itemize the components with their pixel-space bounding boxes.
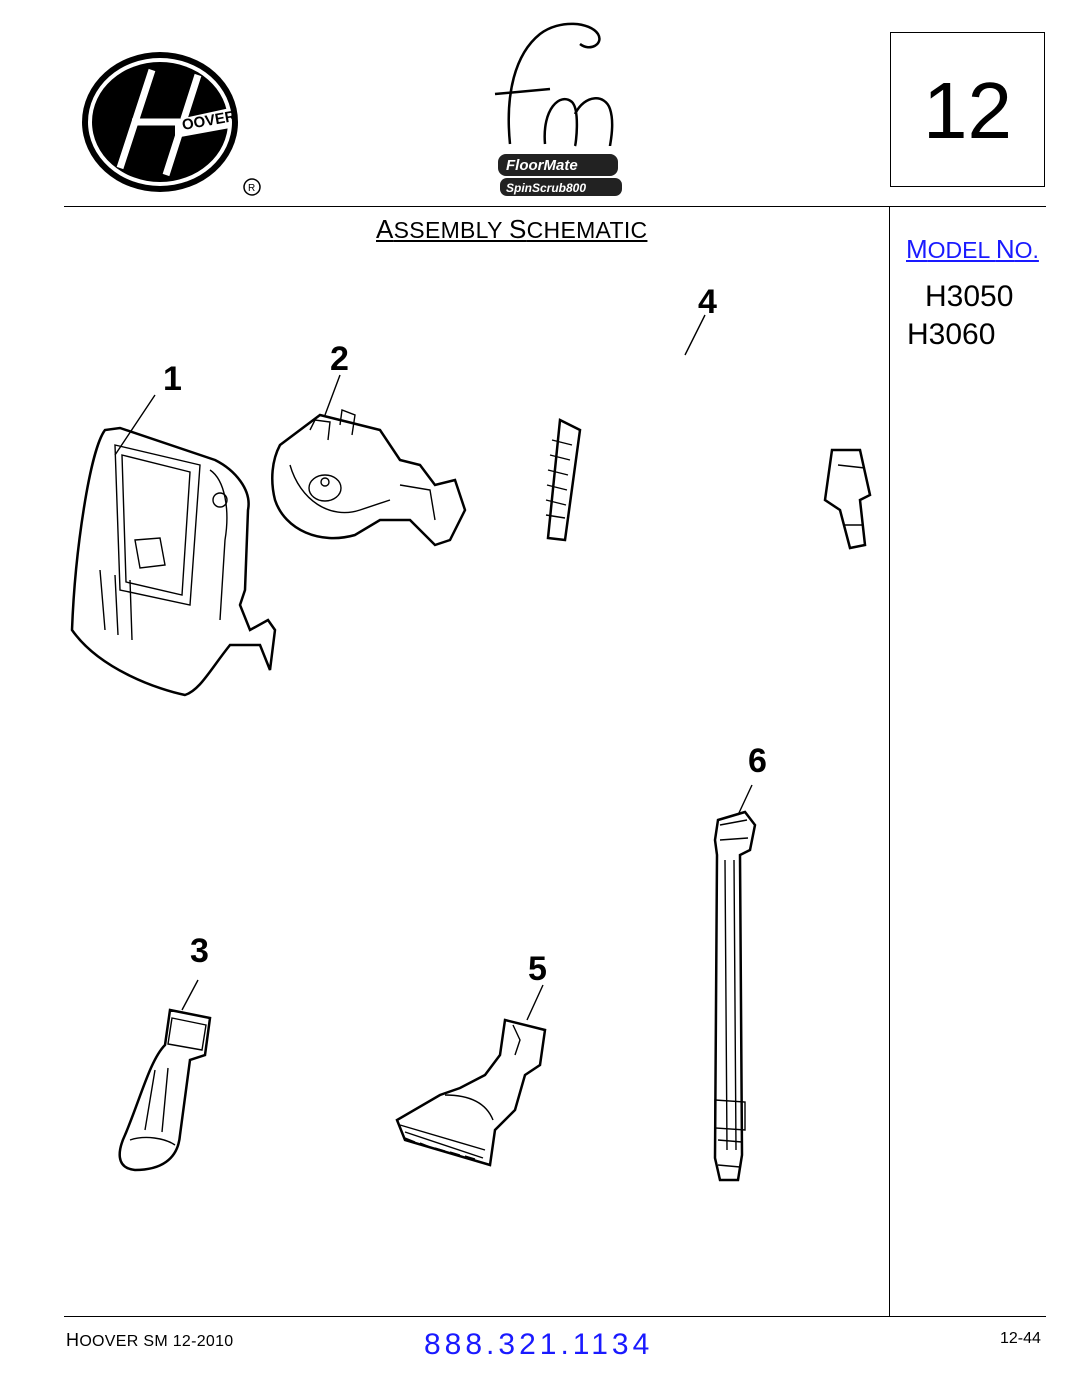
part-5-upholstery-tool-drawing <box>395 984 547 1167</box>
section-title: ASSEMBLY SCHEMATIC <box>376 214 648 244</box>
part-6-wand-drawing <box>713 784 757 1182</box>
page-number: 12 <box>923 66 1012 155</box>
model-number: H3050 <box>925 280 1014 313</box>
part-1-housing-drawing <box>70 394 277 697</box>
model-number-link[interactable]: MODEL NO. <box>906 234 1039 264</box>
model-number-list: H3050 H3060 <box>907 278 1014 354</box>
svg-text:R: R <box>248 183 255 194</box>
part-number-6: 6 <box>748 742 767 780</box>
part-3-crevice-tool-drawing <box>118 979 212 1172</box>
part-number-2: 2 <box>330 340 349 378</box>
hoover-logo: OOVER R <box>80 50 270 200</box>
header-divider <box>64 206 1046 207</box>
footer-page-code: 12-44 <box>1000 1330 1041 1347</box>
model-number: H3060 <box>907 318 996 351</box>
part-number-4: 4 <box>698 283 717 321</box>
part-number-5: 5 <box>528 950 547 988</box>
footer-phone[interactable]: 888.321.1134 <box>424 1328 654 1361</box>
footer-service-manual: HOOVER SM 12-2010 <box>66 1330 234 1350</box>
svg-text:SpinScrub800: SpinScrub800 <box>506 181 586 195</box>
part-number-3: 3 <box>190 932 209 970</box>
svg-text:FloorMate: FloorMate <box>506 157 578 174</box>
page-number-box: 12 <box>890 32 1045 187</box>
part-4-hose-drawing <box>545 314 872 550</box>
floormate-logo: FloorMate SpinScrub800 <box>480 14 640 199</box>
part-number-1: 1 <box>163 360 182 398</box>
part-2-bracket-drawing <box>271 374 467 547</box>
vertical-divider <box>889 206 890 1316</box>
footer-divider <box>64 1316 1046 1317</box>
